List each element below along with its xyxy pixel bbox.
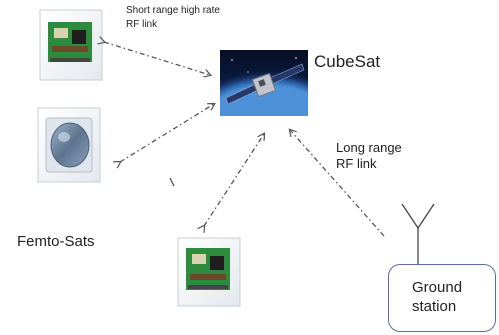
short-range-link-arrow: [104, 42, 210, 75]
ground-station-label-line2: station: [412, 298, 457, 315]
cubesat-image: [220, 50, 308, 116]
ground-station-label-line1: Ground: [412, 279, 463, 296]
long-link-label-line1: Long range: [336, 140, 402, 155]
long-range-link-arrow: [290, 130, 385, 237]
ground-station-box: [388, 264, 496, 332]
long-link-label-line2: RF link: [336, 156, 377, 171]
short-link-label-line2: RF link: [126, 19, 158, 30]
bottom-link-arrow: [204, 134, 264, 226]
cubesat-label: CubeSat: [314, 52, 381, 71]
femtosat-bottom-image: [177, 237, 241, 307]
antenna-icon: [401, 203, 435, 264]
stray-dash-mark: [169, 177, 175, 187]
femtosat-middle-image: [37, 107, 101, 183]
short-link-label-line1: Short range high rate: [126, 5, 220, 16]
femtosat-top-image: [39, 9, 103, 81]
femtosats-label: Femto-Sats: [17, 233, 95, 250]
middle-link-arrow: [120, 104, 214, 162]
